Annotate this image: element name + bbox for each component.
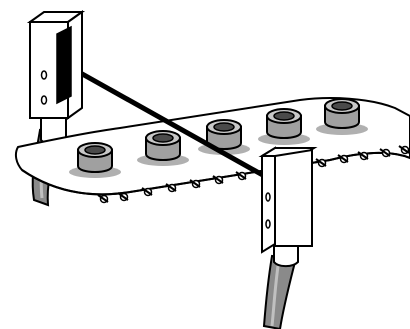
cylindrical-part [206, 119, 242, 150]
light-beam [66, 63, 270, 181]
receiver-cable [262, 254, 298, 329]
cylindrical-part [266, 108, 302, 139]
conveyor-chain-teeth [97, 145, 410, 203]
cylindrical-part [77, 142, 113, 173]
cylindrical-part [145, 130, 181, 161]
emitter-led-icon [40, 70, 48, 80]
receiver-led-icon [265, 192, 271, 202]
emitter-lens [56, 25, 72, 105]
cylindrical-part [324, 98, 360, 129]
emitter-led-icon [40, 95, 48, 105]
emitter-sensor [26, 10, 86, 120]
receiver-sensor [258, 146, 318, 254]
receiver-led-icon [265, 219, 271, 229]
